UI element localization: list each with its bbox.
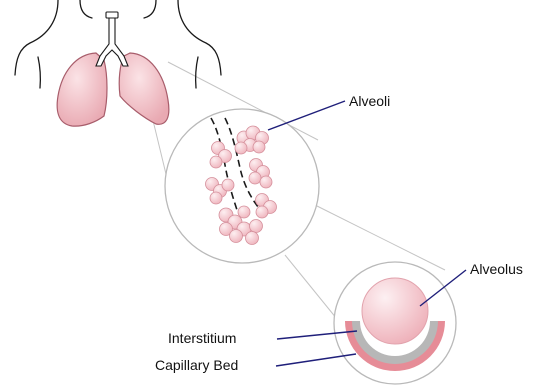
- alveoli-zoom-circle: [165, 109, 319, 263]
- lungs: [57, 53, 169, 126]
- trachea: [96, 12, 128, 66]
- interstitium-label: Interstitium: [168, 331, 236, 345]
- alveolus-label: Alveolus: [470, 262, 523, 276]
- alveolus-zoom-circle: [334, 262, 456, 384]
- alveoli-label: Alveoli: [349, 94, 390, 108]
- alveolus: [362, 278, 428, 344]
- capillary-bed-label: Capillary Bed: [155, 358, 238, 372]
